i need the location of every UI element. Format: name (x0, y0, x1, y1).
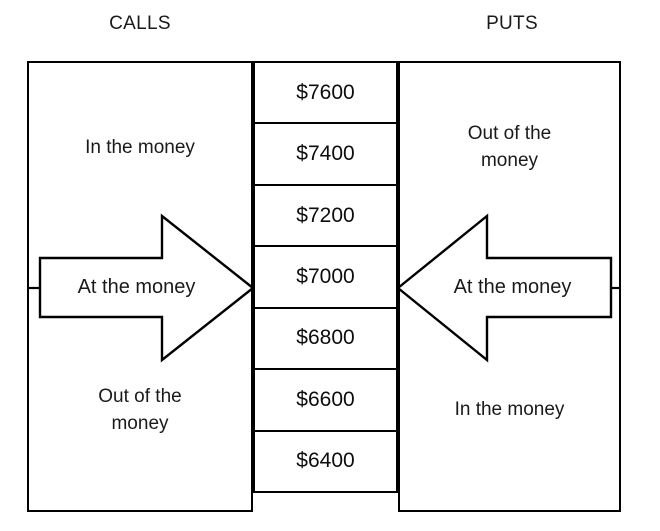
calls-column-header: CALLS (109, 13, 171, 34)
strike-row[interactable]: $7000 (255, 247, 396, 309)
strike-row[interactable]: $7600 (255, 63, 396, 125)
strike-row[interactable]: $6400 (296, 449, 355, 473)
puts-in-the-money-label: In the money (454, 399, 565, 420)
strike-row[interactable]: $7400 (255, 124, 396, 186)
strike-row[interactable]: $6600 (255, 370, 396, 432)
calls-in-the-money-label: In the money (85, 137, 195, 158)
strike-row[interactable]: $6800 (255, 309, 396, 371)
strike-price-ladder: $7600 $7400 $7200 $7000 $6800 $6600 $640… (253, 61, 398, 493)
puts-column-header: PUTS (486, 13, 538, 34)
strike-row[interactable]: $7200 (255, 186, 396, 248)
calls-at-the-money-label: At the money (77, 276, 196, 298)
puts-at-the-money-label: At the money (453, 276, 572, 298)
calls-out-of-the-money-label: Out of the money (98, 386, 182, 434)
puts-out-of-the-money-label: Out of the money (467, 123, 552, 171)
